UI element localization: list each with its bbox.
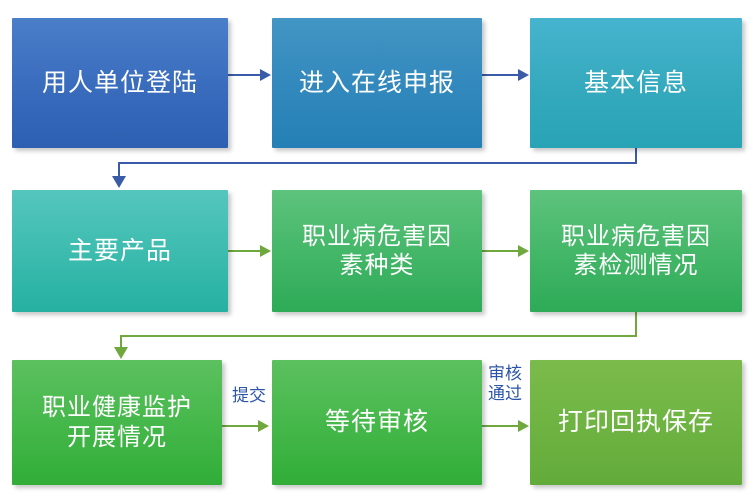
edge-label-submit: 提交 [232,386,266,406]
flow-node-online-declaration[interactable]: 进入在线申报 [272,18,482,148]
connector-n4-n5 [228,250,262,252]
connector-n3-n4-down [635,148,637,164]
arrowhead-n6-n7 [114,347,128,359]
edge-label-approved: 审核 通过 [488,364,522,404]
connector-n1-n2 [228,74,262,76]
flow-node-basic-info[interactable]: 基本信息 [530,18,742,148]
connector-n5-n6 [482,250,520,252]
flow-node-hazard-detection[interactable]: 职业病危害因 素检测情况 [530,190,742,312]
arrowhead-n3-n4 [112,176,126,188]
connector-n2-n3 [482,74,520,76]
flow-node-awaiting-review[interactable]: 等待审核 [272,360,482,485]
flow-node-employer-login[interactable]: 用人单位登陆 [12,18,228,148]
flow-node-health-surveillance[interactable]: 职业健康监护 开展情况 [12,360,222,485]
connector-n3-n4-drop [118,162,120,180]
connector-n6-n7-drop [120,335,122,351]
arrowhead-n1-n2 [260,69,271,81]
arrowhead-n2-n3 [518,69,529,81]
flow-node-hazard-types[interactable]: 职业病危害因 素种类 [272,190,482,312]
arrowhead-n7-n8 [258,420,269,432]
flow-node-main-products[interactable]: 主要产品 [12,190,228,312]
flow-node-print-receipt[interactable]: 打印回执保存 [530,360,742,485]
arrowhead-n8-n9 [518,420,529,432]
connector-n7-n8 [222,425,260,427]
connector-n3-n4-across [118,162,637,164]
connector-n6-n7-across [120,335,637,337]
connector-n8-n9 [482,425,520,427]
arrowhead-n5-n6 [518,245,529,257]
arrowhead-n4-n5 [260,245,271,257]
connector-n6-n7-down [635,312,637,336]
